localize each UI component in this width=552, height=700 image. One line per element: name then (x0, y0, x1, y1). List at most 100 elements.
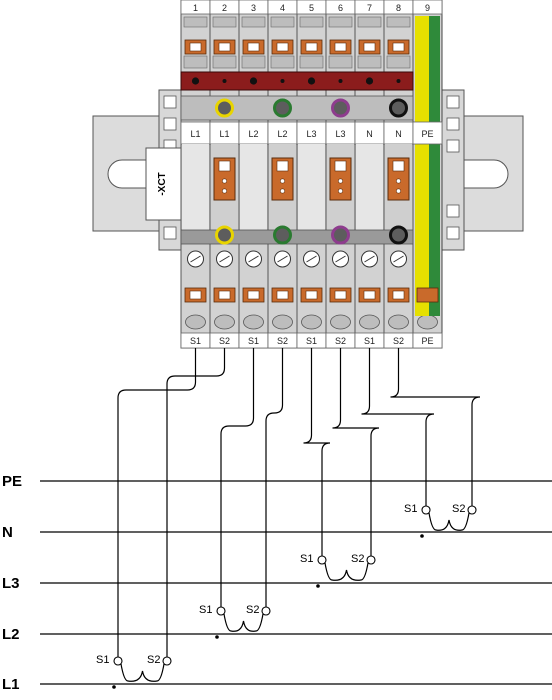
bracket-notch (446, 139, 460, 153)
clamp-housing (183, 55, 208, 69)
ct-terminal-s1 (317, 555, 327, 565)
ct-coil (324, 562, 369, 581)
screw-slot (364, 255, 375, 263)
terminal-mid (298, 144, 325, 232)
end-bracket-right (441, 89, 465, 251)
slide-contact (395, 188, 401, 194)
terminal-top-label: PE (421, 129, 433, 139)
color-ring (215, 225, 234, 245)
busbar-label: PE (2, 473, 22, 490)
polarity-dot (420, 534, 424, 538)
ct-terminal-s2 (366, 555, 376, 565)
color-ring (389, 225, 408, 245)
terminal-bottom-label: S2 (393, 336, 404, 346)
bracket-notch (163, 226, 177, 240)
designation-label: -XCT (157, 172, 168, 195)
slide-contact (279, 178, 285, 184)
terminal-top-label: L1 (219, 129, 229, 139)
clamp-housing (183, 16, 208, 28)
terminal-number: 9 (425, 3, 430, 13)
terminal-number: 7 (367, 3, 372, 13)
slide-window (218, 160, 231, 172)
wire-s2 (265, 348, 284, 607)
terminal-label-cell (412, 332, 443, 349)
clamp-housing (270, 55, 295, 69)
terminal-top-label: L2 (248, 129, 258, 139)
bridge-contact (280, 79, 285, 83)
bottom-entry (214, 314, 235, 330)
terminal-top-label: N (366, 129, 373, 139)
ct-s1-label: S1 (300, 553, 313, 565)
clamp-opening (363, 290, 376, 300)
ct-coil (120, 663, 165, 682)
slide-window (276, 160, 289, 172)
clamp-housing (299, 55, 324, 69)
slide-contact (337, 178, 343, 184)
wire-s2 (390, 348, 481, 506)
bracket-notch (163, 117, 177, 131)
bridge-contact (365, 77, 374, 85)
slide-contact (279, 188, 285, 194)
bridge-contact (222, 79, 227, 83)
busbar-label: N (2, 524, 13, 541)
bottom-entry (388, 314, 409, 330)
clamp-opening (334, 42, 347, 52)
ct-s2-label: S2 (147, 654, 160, 666)
ct-terminal-s1 (216, 606, 226, 616)
clamp-housing (212, 16, 237, 28)
terminal-bottom-label: S2 (277, 336, 288, 346)
terminal-mid (182, 144, 209, 232)
bottom-entry (185, 314, 206, 330)
terminal-label-cell (412, 121, 443, 145)
clamp-opening (276, 290, 289, 300)
screw-slot (335, 255, 346, 263)
bottom-entry (417, 314, 438, 330)
ct-coil (223, 613, 264, 632)
bracket-notch (163, 95, 177, 109)
bracket-notch (446, 95, 460, 109)
clamp-housing (299, 16, 324, 28)
bridge-contact (191, 77, 200, 85)
terminal-number: 3 (251, 3, 256, 13)
clamp-opening (305, 290, 318, 300)
terminal-mid (240, 144, 267, 232)
ct-s2-label: S2 (351, 553, 364, 565)
bracket-notch (446, 117, 460, 131)
clamp-housing (386, 55, 411, 69)
clamp-housing (357, 16, 382, 28)
polarity-dot (215, 635, 219, 639)
terminal-number: 8 (396, 3, 401, 13)
bridge-contact (249, 77, 258, 85)
cross-bar-lower (180, 229, 414, 245)
busbar-label: L3 (2, 575, 20, 592)
clamp-opening (392, 42, 405, 52)
bottom-entry (272, 314, 293, 330)
pe-green-stripe (429, 16, 440, 316)
screw-slot (219, 255, 230, 263)
ct-coil (428, 512, 470, 531)
screw-slot (393, 255, 404, 263)
terminal-bottom-label: PE (421, 336, 433, 346)
terminal-bottom-label: S1 (364, 336, 375, 346)
clamp-housing (270, 16, 295, 28)
terminal-top-label: L3 (335, 129, 345, 139)
clamp-housing (241, 55, 266, 69)
ct-terminal-s2 (261, 606, 271, 616)
bottom-entry (243, 314, 264, 330)
terminal-number: 2 (222, 3, 227, 13)
ct-s1-label: S1 (199, 604, 212, 616)
slide-window (392, 160, 405, 172)
terminal-mid (356, 144, 383, 232)
screw-slot (248, 255, 259, 263)
color-ring (273, 225, 292, 245)
slide-contact (337, 188, 343, 194)
bottom-entry (330, 314, 351, 330)
bridge-contact (307, 77, 316, 85)
clamp-opening (247, 290, 260, 300)
clamp-opening (363, 42, 376, 52)
polarity-dot (112, 685, 116, 689)
bottom-entry (301, 314, 322, 330)
red-bridge-bar (180, 71, 414, 91)
